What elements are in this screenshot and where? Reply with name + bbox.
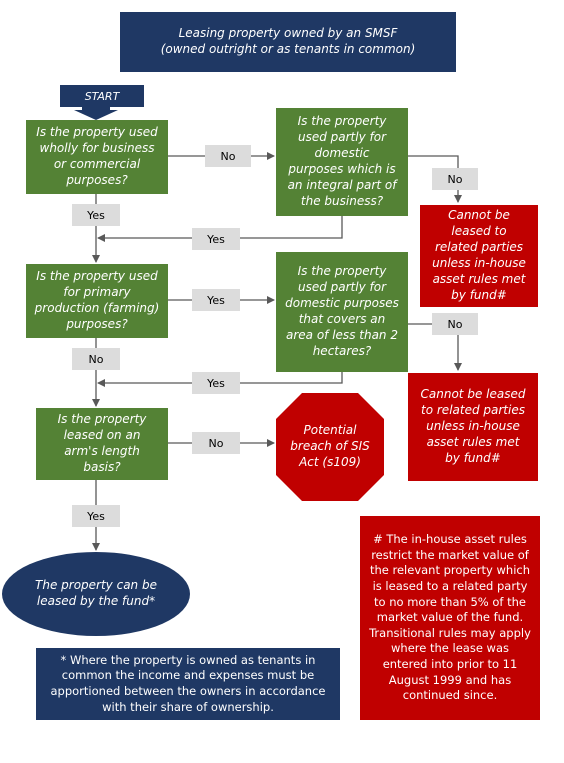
label-q4-yes: Yes [192, 372, 240, 394]
label-q5-no: No [192, 432, 240, 454]
label-q1-yes: Yes [72, 204, 120, 226]
label-q1-no: No [205, 145, 251, 167]
start-arrow-icon [74, 107, 118, 120]
edge-q2-yes [97, 216, 343, 242]
edge-q4-yes [97, 372, 343, 387]
diagram-title: Leasing property owned by an SMSF (owned… [120, 12, 456, 72]
outcome-cannot-lease-2: Cannot be leased to related parties unle… [408, 373, 538, 481]
title-line-1: Leasing property owned by an SMSF [178, 26, 398, 41]
decision-q2: Is the property used partly for domestic… [276, 108, 408, 216]
decision-q4: Is the property used partly for domestic… [276, 252, 408, 372]
decision-q1: Is the property used wholly for business… [26, 120, 168, 194]
note-tenants-in-common: * Where the property is owned as tenants… [36, 648, 340, 720]
outcome-cannot-lease-1: Cannot be leased to related parties unle… [420, 205, 538, 307]
can-lease-ellipse-shape [2, 552, 190, 636]
label-q3-no: No [72, 348, 120, 370]
label-q2-yes: Yes [192, 228, 240, 250]
breach-octagon-shape [276, 393, 384, 501]
start-label: START [60, 85, 144, 107]
outcome-potential-breach: Potential breach of SIS Act (s109) [290, 423, 370, 469]
title-line-2: (owned outright or as tenants in common) [160, 42, 416, 56]
decision-q3: Is the property used for primary product… [26, 264, 168, 338]
label-q4-no: No [432, 313, 478, 335]
decision-q5: Is the property leased on an arm's lengt… [36, 408, 168, 480]
label-q5-yes: Yes [72, 505, 120, 527]
note-in-house-asset-rules: # The in-house asset rules restrict the … [360, 516, 540, 720]
label-q3-yes: Yes [192, 289, 240, 311]
label-q2-no: No [432, 168, 478, 190]
outcome-can-lease: The property can be leased by the fund* [35, 578, 157, 608]
